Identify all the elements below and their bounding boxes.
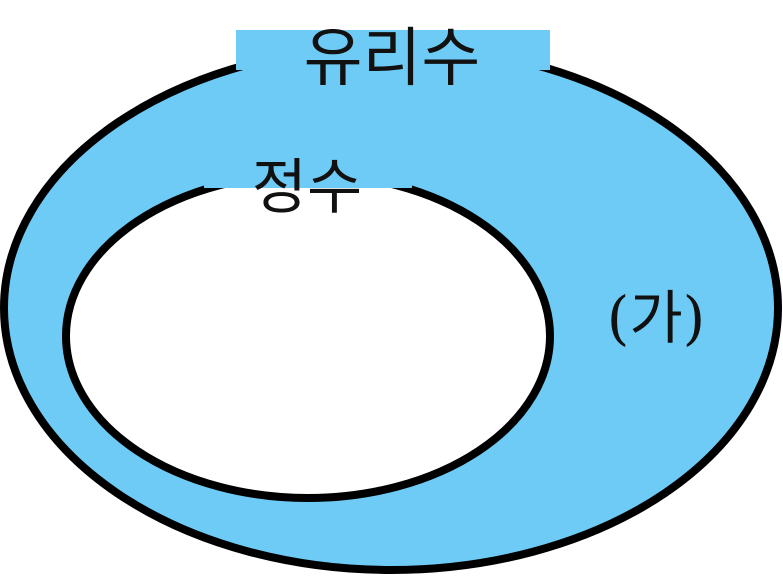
integers-label: 정수 [252, 153, 362, 223]
region-ga-label: (가) [607, 284, 706, 352]
rational-numbers-label: 유리수 [304, 22, 481, 96]
outer-label-gap [236, 30, 550, 70]
inner-label-gap [204, 160, 412, 188]
